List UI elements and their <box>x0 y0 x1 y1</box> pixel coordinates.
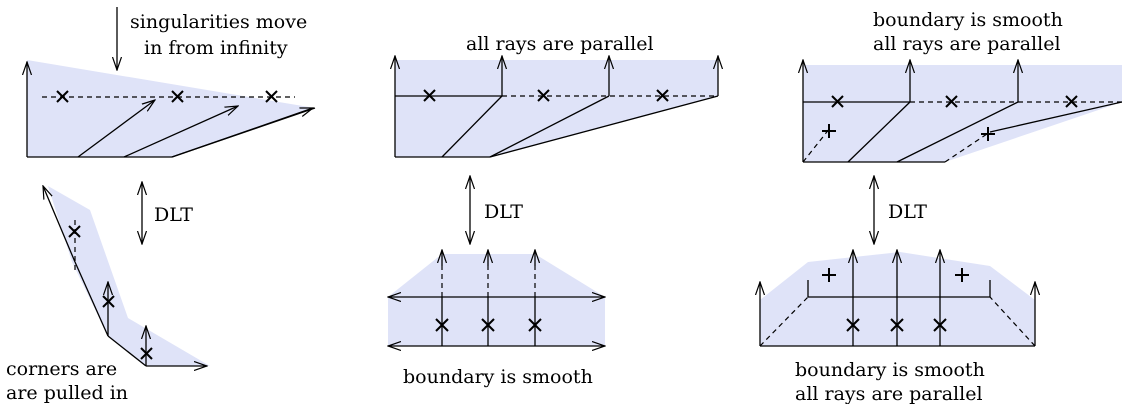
bottom-left-caption-line1: corners are <box>6 358 117 380</box>
top-left-ray-1 <box>77 100 155 158</box>
top-right-caption-line1: boundary is smooth <box>873 9 1063 31</box>
panel-bottom-middle: boundary is smooth <box>388 250 605 388</box>
singularity-cross <box>933 318 947 332</box>
top-right-region <box>803 65 1122 162</box>
singularity-cross <box>528 318 542 332</box>
singularity-cross <box>831 95 844 108</box>
panel-bottom-left: corners are are pulled in <box>6 186 210 404</box>
bottom-left-region <box>48 186 210 366</box>
bottom-right-caption-line2: all rays are parallel <box>795 383 983 404</box>
dlt-label-left: DLT <box>154 204 193 226</box>
panel-top-right: boundary is smooth all rays are parallel <box>802 9 1122 163</box>
top-middle-slanted-edge <box>489 95 719 158</box>
top-middle-region <box>395 60 718 157</box>
top-right-dash-right <box>944 131 991 163</box>
singularity-cross <box>481 318 495 332</box>
singularity-cross <box>140 347 153 360</box>
singularity-cross <box>265 90 278 103</box>
dlt-label-middle: DLT <box>484 201 523 223</box>
dlt-label-right: DLT <box>888 201 927 223</box>
top-left-region <box>27 60 315 157</box>
bottom-left-edge-1 <box>74 261 109 337</box>
bottom-left-ray-1 <box>43 186 76 263</box>
smoothed-plus <box>981 127 995 141</box>
dlt-transition-left: DLT <box>142 182 193 244</box>
top-middle-caption: all rays are parallel <box>466 33 654 55</box>
bottom-middle-caption: boundary is smooth <box>403 366 593 388</box>
dlt-transition-right: DLT <box>874 176 927 244</box>
singularity-cross <box>656 89 669 102</box>
top-middle-interior-line-2 <box>489 95 610 158</box>
top-right-slanted-edge <box>989 101 1122 133</box>
singularity-cross <box>423 89 436 102</box>
panel-bottom-right: boundary is smooth all rays are parallel <box>760 250 1035 404</box>
top-right-interior-line-1 <box>847 101 911 163</box>
singularity-cross <box>537 89 550 102</box>
singularity-cross <box>1065 95 1078 108</box>
singularity-cross <box>945 95 958 108</box>
top-left-ray-3 <box>171 107 313 158</box>
singularity-cross <box>171 90 184 103</box>
bottom-right-caption-line1: boundary is smooth <box>795 359 985 381</box>
top-right-caption-line2: all rays are parallel <box>873 33 1061 55</box>
top-left-caption-line1: singularities move <box>130 11 307 33</box>
singularity-cross <box>435 318 449 332</box>
singularity-cross <box>68 225 81 238</box>
panel-top-left: singularities move in from infinity <box>27 7 316 158</box>
singularity-cross <box>846 318 860 332</box>
dlt-transition-middle: DLT <box>470 176 523 244</box>
bottom-middle-region <box>388 254 605 346</box>
singularity-cross <box>890 318 904 332</box>
bottom-left-edge-2 <box>107 335 147 367</box>
smoothed-plus <box>822 124 836 138</box>
top-left-caption-line2: in from infinity <box>144 37 288 59</box>
top-right-interior-line-2 <box>896 101 1019 163</box>
smoothed-plus <box>822 268 836 282</box>
smoothed-plus <box>955 268 969 282</box>
bottom-left-caption-line2: are pulled in <box>6 382 128 404</box>
top-right-dash-left <box>802 127 831 163</box>
top-middle-interior-line-1 <box>441 95 503 158</box>
top-left-ray-2 <box>123 106 238 158</box>
bottom-right-dash-right <box>989 296 1036 347</box>
bottom-right-dash-left <box>759 296 809 347</box>
singularity-cross <box>56 90 69 103</box>
singularity-cross <box>102 295 115 308</box>
panel-top-middle: all rays are parallel <box>395 33 719 158</box>
